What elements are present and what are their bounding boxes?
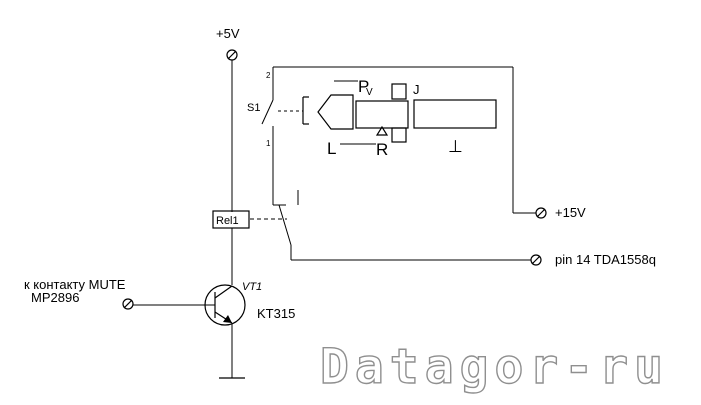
contact-2-label: 2 <box>266 71 271 80</box>
mute-input-terminal <box>122 298 134 310</box>
transistor-type-label: KT315 <box>257 306 295 321</box>
supply-15v-terminal <box>535 207 547 219</box>
supply-5v-terminal <box>226 49 238 61</box>
mute-label-line2: MP2896 <box>31 290 79 305</box>
transistor-ref-label: VT1 <box>242 281 262 293</box>
relay-switch-contacts <box>278 190 299 260</box>
jack-r-arrow <box>375 125 389 136</box>
jack-v-label: V <box>366 87 373 98</box>
jack-collar-top <box>391 83 407 100</box>
mute-label-line1: к контакту MUTE <box>24 277 126 292</box>
jack-r-label: R <box>376 140 388 159</box>
relay-coil <box>212 210 250 229</box>
switch-label: S1 <box>247 102 260 114</box>
jack-ground-label: ⊥ <box>448 137 463 156</box>
jack-p-label: P <box>358 77 369 96</box>
plug-tip <box>317 94 354 130</box>
switch-s1-contacts <box>261 67 286 206</box>
contact-1-label: 1 <box>266 139 271 148</box>
pin14-label: pin 14 TDA1558q <box>555 252 656 267</box>
supply-5v-label: +5V <box>216 26 240 41</box>
jack-bracket <box>302 96 309 125</box>
jack-body <box>413 99 497 129</box>
supply-15v-label: +15V <box>555 205 586 220</box>
jack-sleeve <box>355 100 409 129</box>
jack-j-label: J <box>413 82 420 97</box>
relay-label: Rel1 <box>216 215 239 227</box>
jack-collar-bottom <box>391 127 407 143</box>
pin14-terminal <box>530 254 542 266</box>
jack-l-label: L <box>327 139 336 158</box>
watermark: Datagor-ru <box>320 339 669 395</box>
